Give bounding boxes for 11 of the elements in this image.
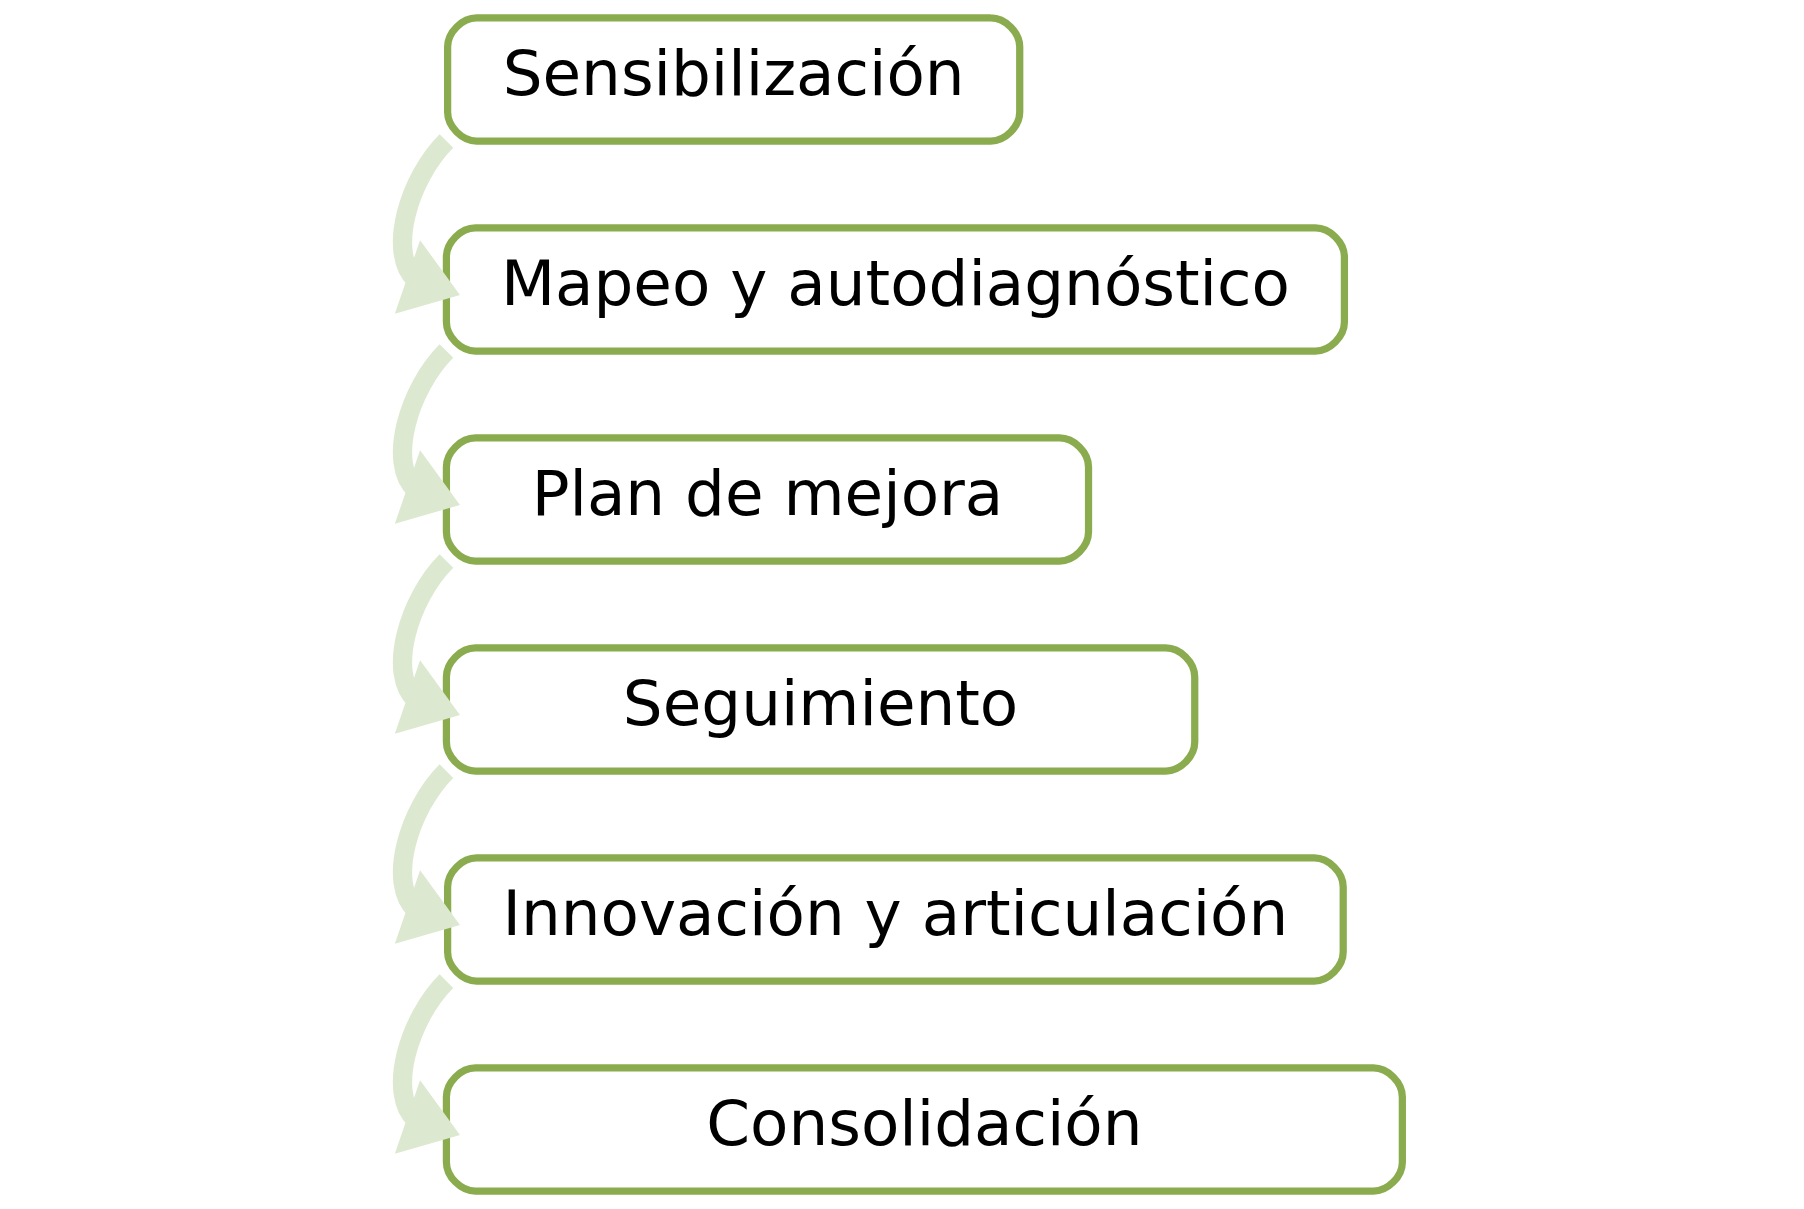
arrow (392, 134, 460, 314)
node-box: Sensibilización (444, 14, 1024, 145)
node-box: Consolidación (442, 1064, 1406, 1195)
arrow (392, 554, 460, 734)
arrow (392, 764, 460, 944)
node-box: Innovación y articulación (444, 854, 1347, 985)
arrow (392, 344, 460, 524)
arrow (392, 974, 460, 1154)
node-box: Mapeo y autodiagnóstico (442, 224, 1349, 355)
node-box: Seguimiento (442, 644, 1199, 775)
node-box: Plan de mejora (442, 434, 1093, 565)
